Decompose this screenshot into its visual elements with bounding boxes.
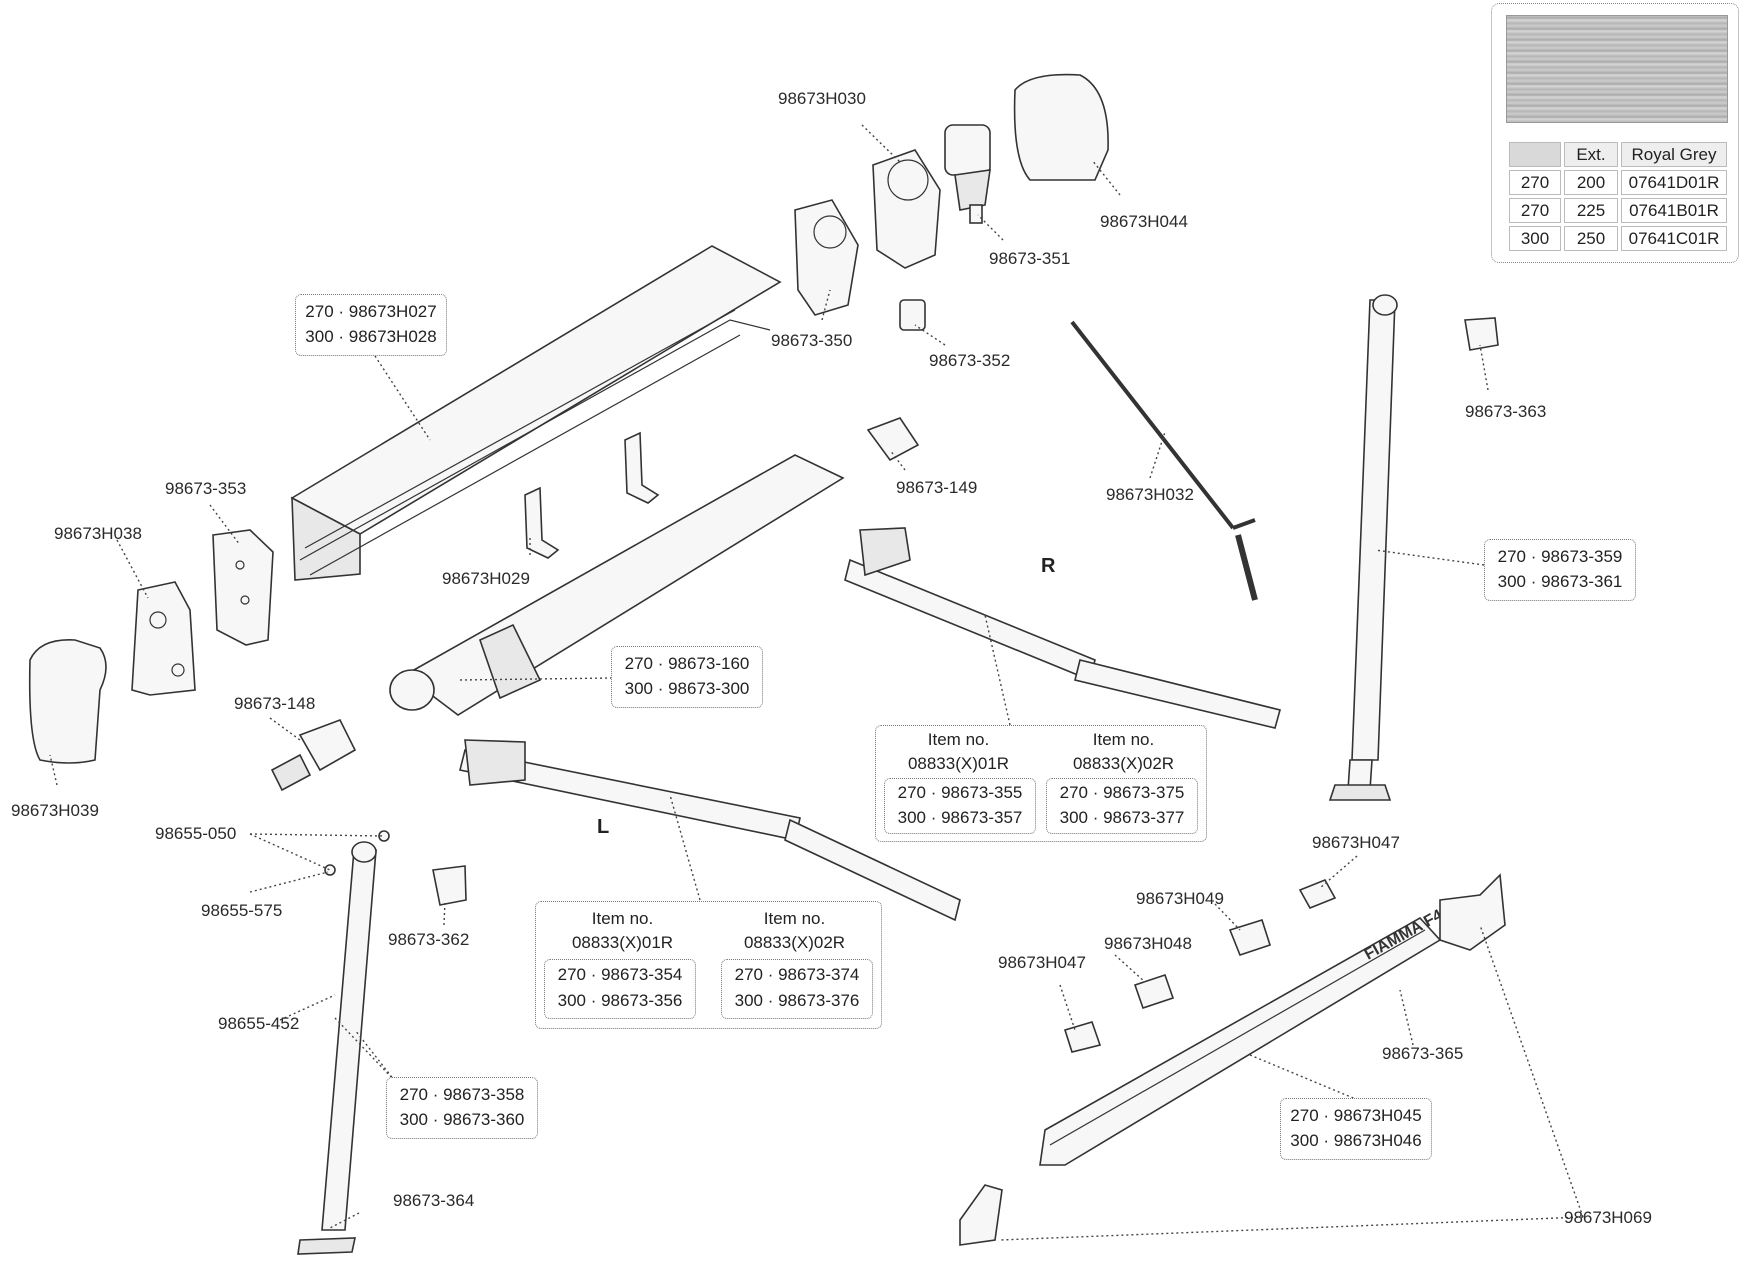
box-roller: 270 · 98673-160 300 · 98673-300 <box>611 646 763 708</box>
clip-h047-upper <box>1298 878 1337 910</box>
leader-lines <box>49 124 1584 1241</box>
label-98655-575: 98655-575 <box>201 901 283 920</box>
front-profile-part <box>290 245 782 581</box>
label-98673h032: 98673H032 <box>1106 485 1194 504</box>
label-98673-365: 98673-365 <box>1382 1044 1464 1063</box>
box-arm-right: Item no. 08833(X)01R Item no. 08833(X)02… <box>875 725 1207 842</box>
box-arm-left: Item no. 08833(X)01R Item no. 08833(X)02… <box>535 901 882 1029</box>
colour-table-row: 270 225 07641B01R <box>1509 198 1727 223</box>
box-arm-left-b: 270 · 98673-374 300 · 98673-376 <box>721 959 873 1019</box>
gear-housing-h030 <box>872 149 941 269</box>
colour-table-header: Ext. Royal Grey <box>1509 142 1727 167</box>
clip-h048 <box>1133 973 1175 1010</box>
label-98673-148: 98673-148 <box>234 694 316 713</box>
end-plate-h038 <box>131 581 196 696</box>
screw-050 <box>378 830 390 842</box>
clip-h049 <box>1228 918 1272 956</box>
clip-h029 <box>524 486 560 559</box>
crank-handle-h032 <box>1070 320 1258 601</box>
label-98673-362: 98673-362 <box>388 930 470 949</box>
end-cap-h044 <box>1013 73 1109 181</box>
label-98673h029: 98673H029 <box>442 569 530 588</box>
clip-h047-lower <box>1063 1021 1102 1053</box>
label-98673-350: 98673-350 <box>771 331 853 350</box>
box-front-profile: 270 · 98673H027 300 · 98673H028 <box>295 294 447 356</box>
colour-table: Ext. Royal Grey 270 200 07641D01R 270 22… <box>1506 139 1730 254</box>
label-98673h049: 98673H049 <box>1136 889 1224 908</box>
colour-table-row: 270 200 07641D01R <box>1509 170 1727 195</box>
clip-h029-b <box>624 431 660 504</box>
label-98673-351: 98673-351 <box>989 249 1071 268</box>
bracket-363 <box>1464 317 1499 351</box>
label-98673h048: 98673H048 <box>1104 934 1192 953</box>
right-leg-part <box>1328 294 1398 801</box>
gearbox-351 <box>944 124 991 224</box>
label-98673h047-upper: 98673H047 <box>1312 833 1400 852</box>
label-98673h069: 98673H069 <box>1564 1208 1652 1227</box>
right-arm-part <box>844 527 1281 729</box>
box-left-leg: 270 · 98673-358 300 · 98673-360 <box>386 1077 538 1139</box>
box-front-bar: 270 · 98673H045 300 · 98673H046 <box>1280 1098 1432 1160</box>
label-98673-352: 98673-352 <box>929 351 1011 370</box>
roller-plug-149 <box>866 417 920 462</box>
bracket-362 <box>432 865 467 906</box>
box-arm-left-a: 270 · 98673-354 300 · 98673-356 <box>544 959 696 1019</box>
left-arm-part <box>459 739 961 922</box>
box-right-leg: 270 · 98673-359 300 · 98673-361 <box>1484 539 1636 601</box>
label-98673-149: 98673-149 <box>896 478 978 497</box>
left-leg-part <box>297 841 377 1255</box>
end-plate-350 <box>794 199 859 316</box>
label-98655-452: 98655-452 <box>218 1014 300 1033</box>
box-arm-right-a: 270 · 98673-355 300 · 98673-357 <box>884 778 1036 834</box>
bushing-352 <box>899 299 926 331</box>
label-98673h047-lower: 98673H047 <box>998 953 1086 972</box>
side-label-left: L <box>597 816 610 838</box>
box-arm-right-b: 270 · 98673-375 300 · 98673-377 <box>1046 778 1198 834</box>
label-98673-363: 98673-363 <box>1465 402 1547 421</box>
label-98673h030: 98673H030 <box>778 89 866 108</box>
label-98673h044: 98673H044 <box>1100 212 1188 231</box>
royal-grey-swatch <box>1506 15 1728 123</box>
colour-table-row: 300 250 07641C01R <box>1509 226 1727 251</box>
label-98655-050: 98655-050 <box>155 824 237 843</box>
colour-panel: Ext. Royal Grey 270 200 07641D01R 270 22… <box>1491 3 1739 263</box>
label-98673h039: 98673H039 <box>11 801 99 820</box>
roller-tube-part <box>389 454 845 716</box>
label-98673h038: 98673H038 <box>54 524 142 543</box>
end-plate-353 <box>212 529 274 646</box>
side-label-right: R <box>1041 555 1056 577</box>
end-cap-h039 <box>28 639 107 764</box>
end-cap-h069-right <box>1439 873 1506 951</box>
screw-575 <box>324 864 336 876</box>
end-cap-h069-left <box>959 1184 1003 1246</box>
label-98673-364: 98673-364 <box>393 1191 475 1210</box>
roller-plug-148 <box>270 718 357 792</box>
label-98673-353: 98673-353 <box>165 479 247 498</box>
